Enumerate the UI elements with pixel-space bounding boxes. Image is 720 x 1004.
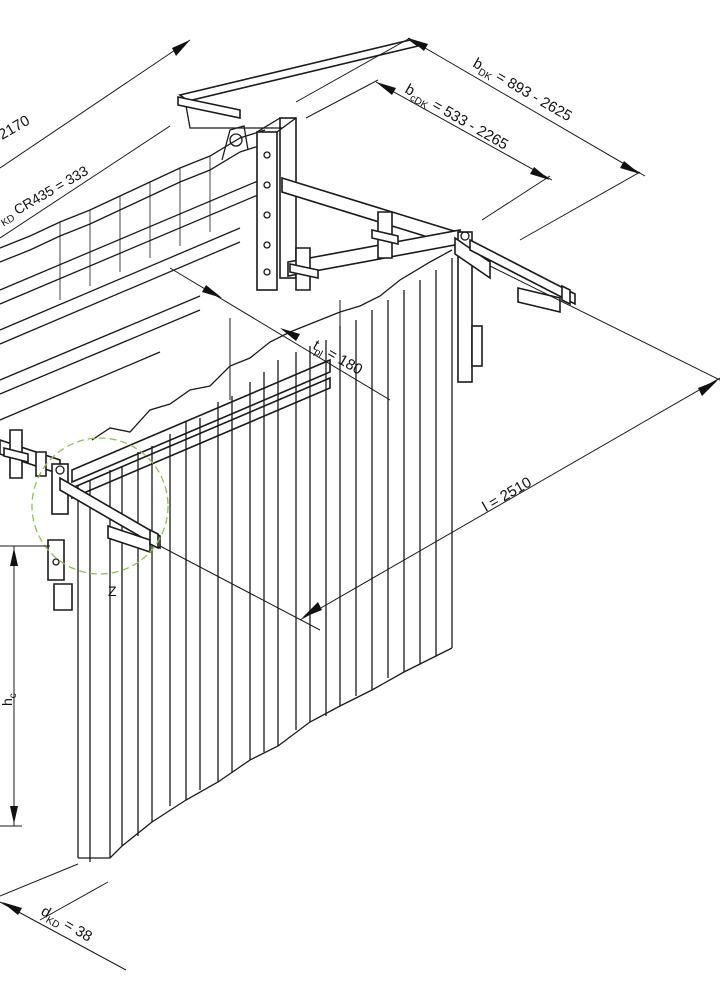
dim-kd: KD CR435 = 333 (0, 125, 171, 239)
rear-panel (0, 129, 266, 421)
dkd-value: = 38 (57, 914, 95, 946)
dim-width: 2170 (0, 39, 191, 169)
bdk-value: = 893 - 2625 (489, 66, 574, 125)
hc-symbol: h (0, 698, 15, 706)
svg-text:bDK = 893 - 2625: bDK = 893 - 2625 (469, 55, 575, 128)
front-panel (71, 249, 453, 862)
svg-text:dKD = 38: dKD = 38 (37, 903, 96, 948)
dim-tpl: tpl = 180 (169, 267, 391, 401)
rear-post (177, 39, 420, 291)
detail-z-circle (31, 437, 169, 575)
rear-strut (281, 176, 471, 291)
svg-text:hc: hc (0, 693, 19, 706)
bcdk-value: = 533 - 2265 (426, 94, 511, 153)
dim-dkd: dKD = 38 (0, 863, 127, 971)
width-value: 2170 (0, 112, 33, 143)
right-end-post (454, 231, 576, 383)
dim-length: l = 2510 (159, 265, 720, 631)
hc-sub: c (8, 693, 19, 698)
svg-text:bcDK = 533 - 2265: bcDK = 533 - 2265 (401, 81, 512, 156)
dim-hc: hc (0, 545, 50, 827)
kd-value: CR435 = 333 (8, 162, 91, 219)
length-value: l = 2510 (480, 474, 535, 516)
svg-text:KD CR435 = 333: KD CR435 = 333 (0, 162, 92, 229)
detail-z-label: Z (108, 583, 117, 599)
front-strut (0, 429, 161, 611)
